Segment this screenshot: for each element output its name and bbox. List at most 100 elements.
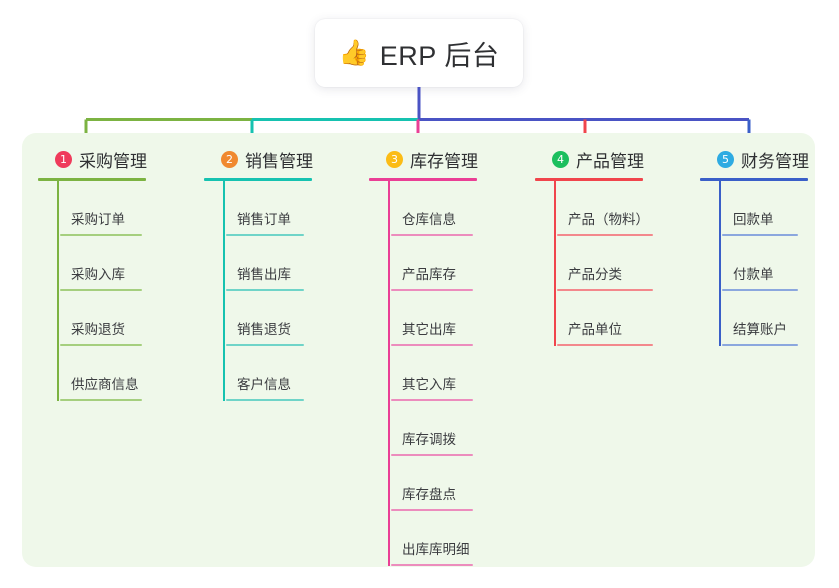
branch-spine (719, 181, 721, 346)
branch-header-rule (700, 178, 808, 181)
branch-item[interactable]: 采购退货 (60, 291, 147, 346)
branch-column-2: 2 销售管理销售订单销售出库销售退货客户信息 (204, 147, 313, 401)
branch-header-5[interactable]: 5 财务管理 (700, 147, 809, 171)
branch-item-label: 采购退货 (71, 322, 125, 337)
branch-item[interactable]: 回款单 (722, 181, 809, 236)
branch-column-1: 1 采购管理采购订单采购入库采购退货供应商信息 (38, 147, 147, 401)
branch-item-label: 结算账户 (733, 322, 787, 337)
branch-number-badge: 4 (552, 150, 569, 168)
branch-item-label: 出库库明细 (402, 542, 470, 557)
branch-item-rule (226, 344, 304, 346)
branch-item-label: 其它出库 (402, 322, 456, 337)
branch-column-4: 4 产品管理产品（物料） 产品分类产品单位 (535, 147, 653, 346)
branch-item-label: 采购订单 (71, 212, 125, 227)
thumbs-up-icon: 👍 (338, 38, 370, 67)
branch-header-rule (369, 178, 477, 181)
branch-item[interactable]: 其它入库 (391, 346, 478, 401)
branch-item-label: 仓库信息 (402, 212, 456, 227)
branch-item[interactable]: 产品库存 (391, 236, 478, 291)
branch-item-label: 供应商信息 (71, 377, 139, 392)
branch-item[interactable]: 产品（物料） (557, 181, 653, 236)
branch-title: 销售管理 (245, 151, 313, 171)
branch-item-rule (391, 399, 473, 401)
branch-item-rule (557, 344, 653, 346)
branch-header-rule (535, 178, 643, 181)
branch-item[interactable]: 结算账户 (722, 291, 809, 346)
branch-spine (223, 181, 225, 401)
branch-item[interactable]: 其它出库 (391, 291, 478, 346)
branch-item-rule (391, 234, 473, 236)
branch-item-rule (226, 399, 304, 401)
branch-item-rule (722, 234, 798, 236)
branch-item[interactable]: 销售出库 (226, 236, 313, 291)
branch-item-rule (557, 289, 653, 291)
branch-spine (554, 181, 556, 346)
branch-items: 采购订单采购入库采购退货供应商信息 (38, 181, 147, 401)
branch-header-2[interactable]: 2 销售管理 (204, 147, 313, 171)
branch-item-label: 付款单 (733, 267, 774, 282)
branch-item-label: 库存调拨 (402, 432, 456, 447)
branch-item-label: 销售订单 (237, 212, 291, 227)
branch-item-label: 采购入库 (71, 267, 125, 282)
branch-title: 财务管理 (741, 151, 809, 171)
branch-number-badge: 2 (221, 150, 238, 168)
branch-item-rule (722, 289, 798, 291)
branch-item-rule (60, 289, 142, 291)
branch-item[interactable]: 库存盘点 (391, 456, 478, 511)
branch-items: 产品（物料） 产品分类产品单位 (535, 181, 653, 346)
branch-title: 产品管理 (576, 151, 644, 171)
branch-column-5: 5 财务管理回款单付款单结算账户 (700, 147, 809, 346)
branch-item-label: 其它入库 (402, 377, 456, 392)
branch-item-rule (60, 234, 142, 236)
branch-item-rule (391, 454, 473, 456)
branch-header-1[interactable]: 1 采购管理 (38, 147, 147, 171)
branch-item-rule (391, 509, 473, 511)
branch-item-rule (557, 234, 653, 236)
root-node-card[interactable]: 👍 ERP 后台 (315, 19, 523, 87)
branch-column-3: 3 库存管理仓库信息产品库存其它出库其它入库库存调拨库存盘点出库库明细 (369, 147, 478, 566)
branch-item-rule (391, 289, 473, 291)
branch-item-label: 产品库存 (402, 267, 456, 282)
branch-header-3[interactable]: 3 库存管理 (369, 147, 478, 171)
branch-item[interactable]: 仓库信息 (391, 181, 478, 236)
branch-item-label: 库存盘点 (402, 487, 456, 502)
branch-panel (22, 133, 815, 567)
branch-item-rule (226, 234, 304, 236)
branch-spine (57, 181, 59, 401)
branch-item-label: 产品单位 (568, 322, 622, 337)
branch-title: 库存管理 (410, 151, 478, 171)
branch-item-rule (722, 344, 798, 346)
branch-item-rule (60, 399, 142, 401)
branch-number-badge: 1 (55, 150, 72, 168)
branch-item[interactable]: 产品单位 (557, 291, 653, 346)
branch-items: 仓库信息产品库存其它出库其它入库库存调拨库存盘点出库库明细 (369, 181, 478, 566)
branch-header-4[interactable]: 4 产品管理 (535, 147, 653, 171)
branch-item[interactable]: 客户信息 (226, 346, 313, 401)
branch-item[interactable]: 销售订单 (226, 181, 313, 236)
branch-item-label: 客户信息 (237, 377, 291, 392)
branch-item[interactable]: 供应商信息 (60, 346, 147, 401)
root-title: ERP 后台 (379, 40, 500, 71)
branch-title: 采购管理 (79, 151, 147, 171)
branch-item-label: 产品（物料） (568, 212, 649, 227)
branch-items: 销售订单销售出库销售退货客户信息 (204, 181, 313, 401)
branch-item-rule (226, 289, 304, 291)
branch-item-label: 回款单 (733, 212, 774, 227)
branch-item[interactable]: 销售退货 (226, 291, 313, 346)
branch-number-badge: 5 (717, 150, 734, 168)
branch-item[interactable]: 采购订单 (60, 181, 147, 236)
branch-header-rule (204, 178, 312, 181)
branch-item[interactable]: 出库库明细 (391, 511, 478, 566)
branch-items: 回款单付款单结算账户 (700, 181, 809, 346)
branch-number-badge: 3 (386, 150, 403, 168)
branch-item[interactable]: 库存调拨 (391, 401, 478, 456)
branch-item-label: 销售出库 (237, 267, 291, 282)
branch-item-rule (60, 344, 142, 346)
branch-item-rule (391, 344, 473, 346)
branch-item[interactable]: 产品分类 (557, 236, 653, 291)
branch-item[interactable]: 付款单 (722, 236, 809, 291)
branch-item-label: 销售退货 (237, 322, 291, 337)
branch-item[interactable]: 采购入库 (60, 236, 147, 291)
branch-item-label: 产品分类 (568, 267, 622, 282)
